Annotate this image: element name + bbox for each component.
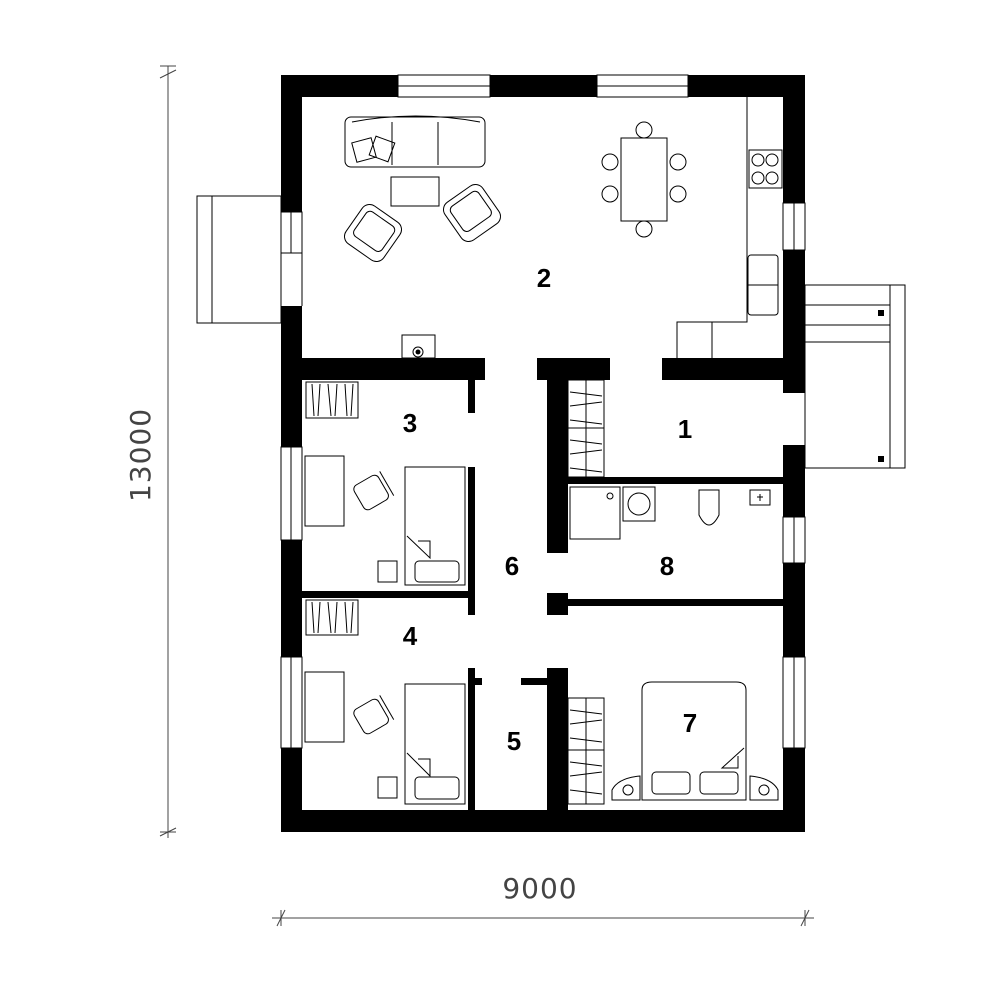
office-chair [353, 471, 395, 511]
windows [280, 74, 806, 749]
room-label-1: 1 [678, 414, 692, 444]
armchair [443, 184, 501, 242]
wardrobe [567, 379, 605, 478]
room-label-3: 3 [403, 408, 417, 438]
armchair [344, 204, 402, 262]
bathroom-fixtures [569, 486, 771, 540]
room-label-7: 7 [683, 708, 697, 738]
terrace-left [196, 195, 282, 324]
entrance-steps [804, 284, 906, 469]
height-dimension-label: 13000 [124, 408, 157, 502]
room-label-8: 8 [660, 551, 674, 581]
room-label-4: 4 [403, 621, 418, 651]
room-label-6: 6 [505, 551, 519, 581]
office-chair [353, 695, 395, 735]
wardrobe [567, 697, 605, 805]
sofa [344, 115, 486, 168]
single-bed [404, 466, 466, 586]
wardrobe [305, 381, 359, 419]
desk [304, 671, 345, 743]
desk [304, 455, 345, 527]
wardrobe [305, 599, 359, 636]
nightstand [377, 560, 398, 583]
width-dimension-label: 9000 [502, 872, 577, 905]
room-label-5: 5 [507, 726, 521, 756]
dining-table [601, 121, 687, 238]
kitchen-counter [676, 97, 783, 358]
room-label-2: 2 [537, 263, 551, 293]
exterior-walls [280, 75, 806, 832]
width-dimension-line [272, 909, 814, 927]
fireplace [401, 334, 436, 359]
double-bed [611, 681, 779, 801]
coffee-table [390, 176, 440, 207]
interior-walls [302, 358, 783, 810]
single-bed [404, 683, 466, 805]
nightstand [377, 776, 398, 799]
height-dimension-line [159, 65, 177, 838]
